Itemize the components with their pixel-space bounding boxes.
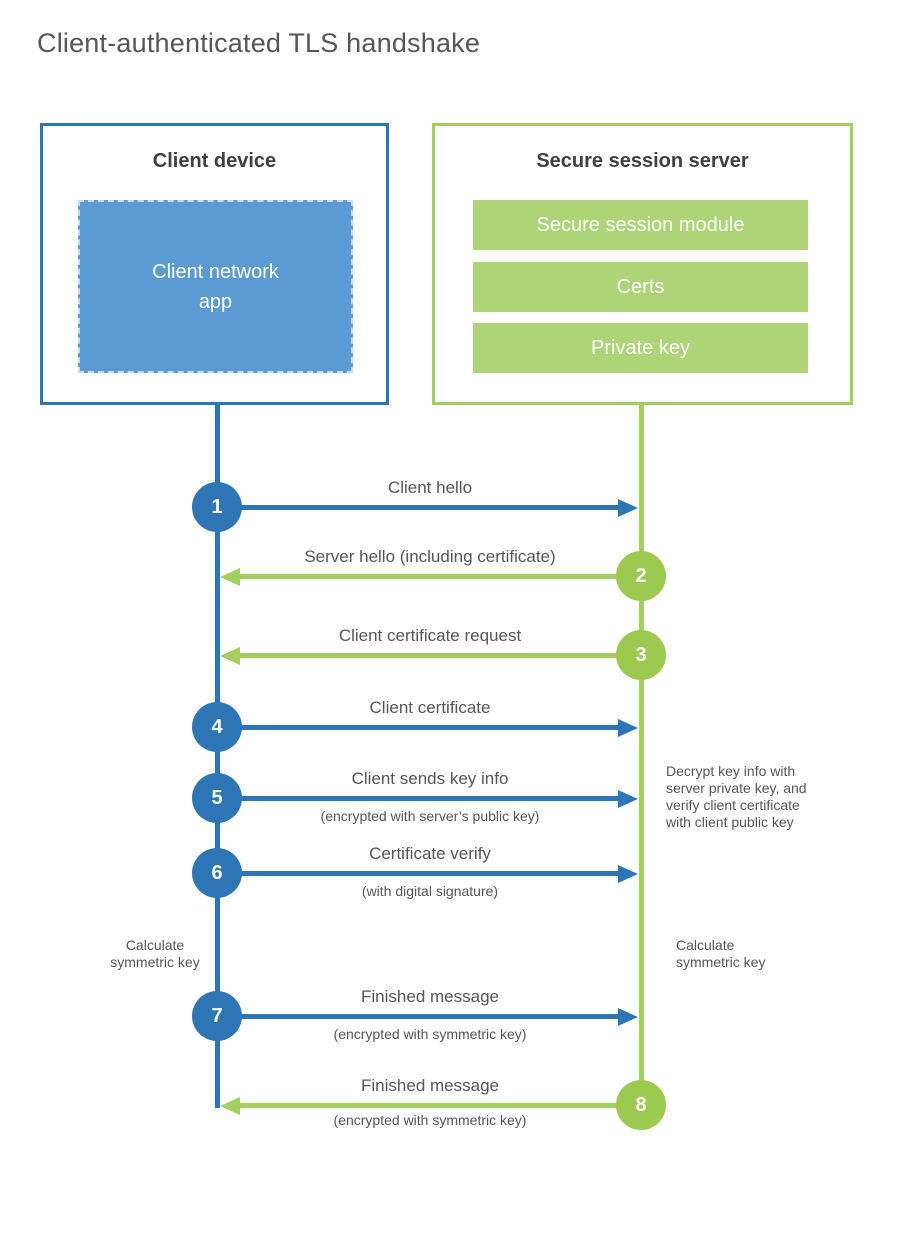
step-number: 4 [211, 715, 223, 738]
server-module-label: Secure session module [536, 213, 745, 236]
step-5-arrow [240, 789, 638, 808]
client-device-title: Client device [152, 150, 277, 172]
server-module-certs: Certs [473, 262, 808, 312]
server-module-label: Certs [616, 275, 665, 298]
arrow-right-icon [618, 789, 638, 808]
server-module-secure-session: Secure session module [473, 200, 808, 250]
step-number: 1 [211, 495, 223, 518]
step-8-sublabel: (encrypted with symmetric key) [333, 1112, 527, 1128]
step-5-label: Client sends key info [351, 769, 509, 788]
client-network-app-box: Client network app [78, 200, 353, 373]
arrow-left-icon [220, 1096, 240, 1115]
step-5-badge: 5 [192, 773, 242, 823]
step-6-label: Certificate verify [369, 844, 491, 863]
step-4-arrow [240, 718, 638, 737]
arrow-right-icon [618, 864, 638, 883]
step-number: 8 [635, 1093, 647, 1116]
step-number: 3 [635, 643, 647, 666]
step-6-badge: 6 [192, 848, 242, 898]
step-6-sublabel: (with digital signature) [361, 883, 499, 899]
arrow-right-icon [618, 498, 638, 517]
step-7-arrow [240, 1007, 638, 1026]
step-1-arrow [240, 498, 638, 517]
step-2-label: Server hello (including certificate) [304, 547, 556, 566]
arrow-shaft [240, 796, 620, 801]
step-2-badge: 2 [616, 551, 666, 601]
arrow-shaft [240, 725, 620, 730]
page-title: Client-authenticated TLS handshake [37, 28, 481, 58]
step-4-badge: 4 [192, 702, 242, 752]
step-4-label: Client certificate [369, 698, 491, 717]
step-number: 2 [635, 564, 647, 587]
arrow-left-icon [220, 567, 240, 586]
arrow-right-icon [618, 1007, 638, 1026]
step-8-arrow [220, 1096, 618, 1115]
step-8-badge: 8 [616, 1080, 666, 1130]
server-calculate-key-note: Calculate symmetric key [676, 937, 766, 970]
step-2-arrow [220, 567, 618, 586]
client-network-app-label: Client network app [152, 260, 279, 313]
arrow-shaft [240, 1014, 620, 1019]
step-1-label: Client hello [387, 478, 473, 497]
secure-session-server-title: Secure session server [536, 150, 749, 172]
step-7-sublabel: (encrypted with symmetric key) [333, 1026, 527, 1042]
step-6-arrow [240, 864, 638, 883]
step-3-badge: 3 [616, 630, 666, 680]
arrow-shaft [238, 653, 618, 658]
arrow-shaft [238, 574, 618, 579]
step-7-label: Finished message [361, 987, 499, 1006]
server-decrypt-note: Decrypt key info with server private key… [666, 763, 807, 830]
arrow-shaft [240, 505, 620, 510]
step-number: 7 [211, 1004, 223, 1027]
arrow-left-icon [220, 646, 240, 665]
arrow-shaft [238, 1103, 618, 1108]
step-1-badge: 1 [192, 482, 242, 532]
step-3-label: Client certificate request [338, 626, 522, 645]
arrow-shaft [240, 871, 620, 876]
step-8-label: Finished message [361, 1076, 499, 1095]
arrow-right-icon [618, 718, 638, 737]
client-calculate-key-note: Calculate symmetric key [110, 937, 200, 970]
client-lifeline [215, 403, 220, 1108]
step-7-badge: 7 [192, 991, 242, 1041]
server-lifeline [639, 403, 644, 1105]
step-number: 6 [211, 861, 223, 884]
server-module-private-key: Private key [473, 323, 808, 373]
step-number: 5 [211, 786, 223, 809]
step-5-sublabel: (encrypted with server’s public key) [320, 808, 540, 824]
step-3-arrow [220, 646, 618, 665]
server-module-label: Private key [591, 336, 690, 359]
